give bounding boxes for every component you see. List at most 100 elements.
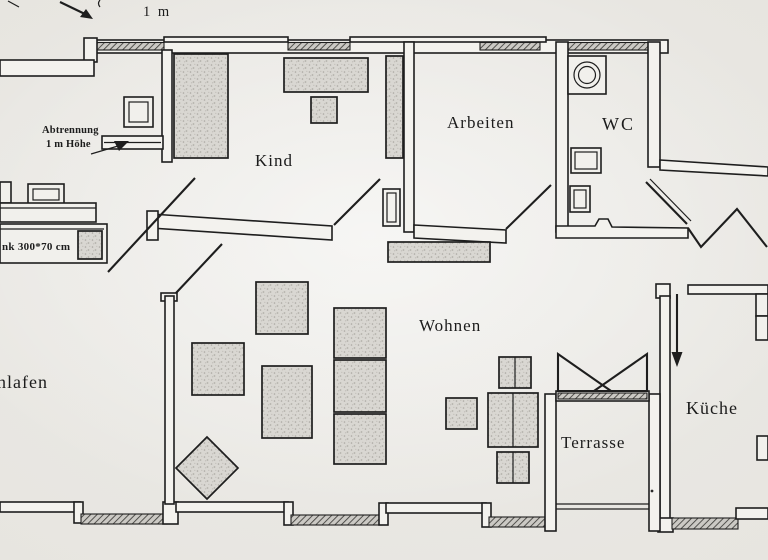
desk	[283, 57, 369, 93]
top-lintel	[349, 36, 547, 43]
coffee-table	[261, 365, 313, 439]
wall-cap	[83, 37, 98, 63]
sofa-seat	[333, 359, 387, 413]
washbasin-inner	[128, 101, 149, 123]
room-label-schlafen-partial: hlafen	[0, 372, 48, 392]
kueche-left-wall	[659, 295, 671, 531]
room-labels: Kind Arbeiten WC Wohnen hlafen Küche Ter…	[0, 113, 738, 452]
room-label-arbeiten: Arbeiten	[447, 113, 514, 132]
schrank-label: nk 300*70 cm	[2, 241, 70, 253]
wall-step	[735, 507, 768, 520]
toilet-bowl	[573, 189, 587, 209]
room-label-wohnen: Wohnen	[419, 316, 481, 335]
schrank-hatched-end	[77, 230, 103, 260]
room-label-kind: Kind	[255, 151, 293, 170]
dining-set	[487, 356, 539, 484]
terrasse-door-glass	[557, 392, 648, 400]
arbeiten-door-swing	[505, 184, 552, 230]
washing-machine-drum	[573, 61, 601, 89]
upper-left-wall	[0, 59, 95, 77]
room-label-terrasse: Terrasse	[561, 433, 625, 452]
door-jamb-inner	[386, 192, 397, 223]
abtrennung-label-line1: Abtrennung	[42, 125, 99, 136]
sofa-seat	[333, 307, 387, 359]
door-swing	[107, 177, 196, 273]
walls	[0, 36, 768, 528]
bed	[173, 53, 229, 159]
bottom-wall	[175, 501, 289, 513]
wall-step	[283, 501, 294, 526]
wall-step	[73, 501, 84, 524]
door-jamb	[382, 188, 401, 227]
scale-label: 1 m	[143, 4, 171, 20]
hall-wall	[150, 213, 333, 241]
abtrennung-arrow-line	[90, 145, 119, 155]
terrasse-door-leaf	[556, 351, 615, 393]
window	[80, 513, 168, 525]
dresser	[0, 202, 97, 223]
corner-mark	[7, 0, 20, 8]
wohnen-furniture	[174, 281, 539, 501]
window	[290, 514, 383, 526]
armchair	[255, 281, 309, 335]
terrasse-door-leaf	[590, 351, 649, 393]
entry-door-leaf	[649, 178, 692, 222]
kind-furniture	[173, 53, 404, 159]
room-label-wc: WC	[602, 114, 635, 134]
hall-storage: nk 300*70 cm	[0, 181, 108, 264]
scale-arrowhead	[80, 9, 93, 19]
terrasse-structure	[544, 351, 661, 532]
door-swings	[107, 177, 768, 294]
washing-machine-drum-inner	[577, 65, 597, 85]
wc-bottom-wall	[555, 218, 689, 239]
abtrennung-label-line2: 1 m Höhe	[46, 139, 91, 150]
kueche-door-arrowhead	[671, 352, 683, 367]
terrasse-right-wall	[648, 393, 661, 532]
scale-annotation: 1 m	[7, 0, 171, 20]
schlafen-wohnen-wall	[164, 295, 175, 505]
door-jamb	[146, 210, 159, 241]
scale-tick	[97, 0, 101, 8]
interior-walls	[101, 41, 689, 505]
bottom-wall	[385, 502, 487, 514]
sideboard	[387, 241, 491, 263]
toilet-icon	[569, 185, 591, 213]
wall-step	[481, 502, 492, 528]
sink-basin	[574, 151, 598, 170]
window	[95, 41, 165, 51]
kitchen-counter	[756, 435, 768, 461]
top-lintel	[163, 36, 289, 43]
stool	[310, 96, 338, 124]
arbeiten-bottom-wall	[413, 224, 507, 244]
kitchen-counter	[755, 293, 768, 317]
kind-left-wall	[161, 49, 173, 163]
right-wall	[647, 41, 661, 168]
kueche-top-wall	[687, 284, 768, 295]
shelf-item-inner	[32, 188, 60, 201]
kueche-structure	[655, 283, 768, 533]
rotated-armchair	[174, 435, 240, 501]
arbeiten-wc-wall	[555, 41, 569, 233]
dining-chair	[445, 397, 478, 430]
window	[559, 41, 653, 51]
wall-step	[378, 502, 389, 526]
window	[671, 517, 739, 530]
window	[488, 516, 546, 528]
sofa-seat	[333, 413, 387, 465]
abtrennung-arrowhead	[114, 141, 129, 151]
window	[479, 41, 541, 51]
shelf-item	[0, 181, 12, 204]
drawing-dot	[650, 489, 654, 493]
wardrobe	[385, 55, 404, 159]
exterior-wall	[659, 159, 768, 177]
armchair	[191, 342, 245, 396]
kind-door-swing	[333, 178, 381, 226]
abtrennung-annotation: Abtrennung 1 m Höhe	[42, 125, 129, 155]
window	[287, 41, 351, 51]
room-label-kueche: Küche	[686, 398, 738, 418]
bottom-wall	[0, 501, 81, 513]
scale-arrow-line	[59, 1, 88, 16]
door-swing	[175, 243, 223, 294]
